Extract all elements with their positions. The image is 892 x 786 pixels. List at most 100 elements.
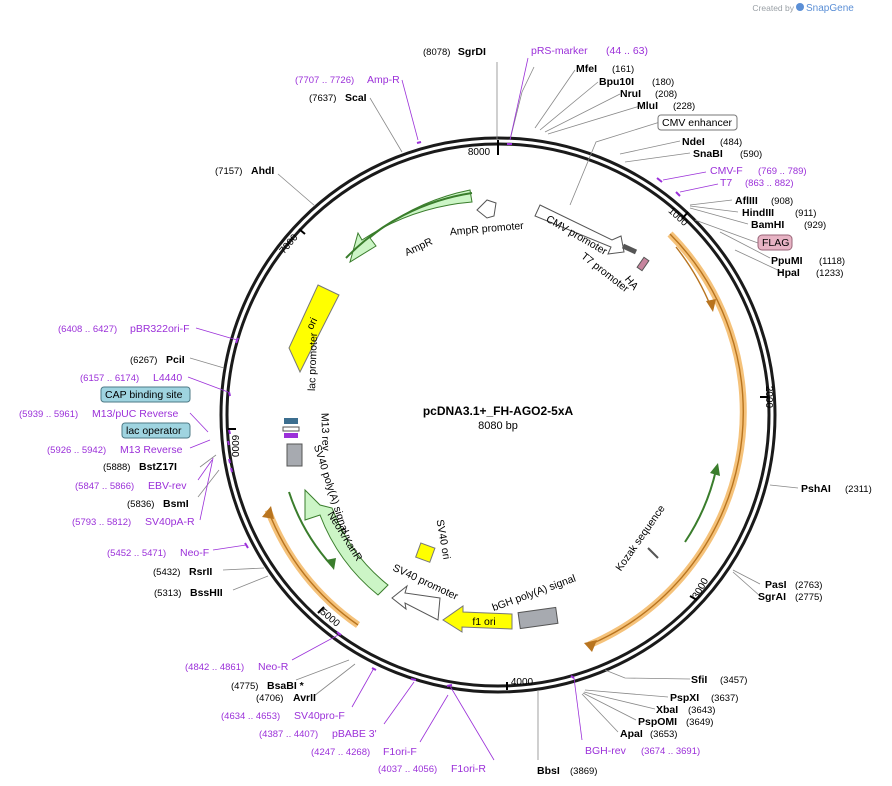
enzyme-nrui-pos: (208) [655,89,677,100]
primer-prs-marker: pRS-marker [531,45,588,57]
lac-operator-mark [284,418,298,424]
primer-cmv-f: CMV-F [710,165,743,177]
enzyme-bsshii-pos: (5313) [154,588,181,599]
enzyme-pcii-pos: (6267) [130,355,157,366]
enzyme-sfii: SfiI [691,674,707,686]
primer-mark [230,467,233,473]
enzyme-xbai-pos: (3643) [688,705,715,716]
primer-sv40pro-f-range: (4634 .. 4653) [221,711,280,722]
primer-mark [446,684,453,687]
m13-rev-mark [282,426,300,432]
tick-label-8000: 8000 [468,147,491,158]
primer-mark [675,191,681,197]
enzyme-pcii: PciI [166,354,185,366]
enzyme-rsrii-pos: (5432) [153,567,180,578]
tick-label-6000: 6000 [229,435,240,458]
primer-neo-r-range: (4842 .. 4861) [185,662,244,673]
primer-mark [284,433,298,438]
enzyme-pasi: PasI [765,579,787,591]
enzyme-bbsi-pos: (3869) [570,766,597,777]
snapgene-brand: SnapGene [806,3,854,14]
plasmid-name: pcDNA3.1+_FH-AGO2-5xA [423,404,574,418]
primer-pbabe3-range: (4387 .. 4407) [259,729,318,740]
enzyme-pasi-pos: (2763) [795,580,822,591]
primer-mark [336,631,342,636]
left-orf-line [267,509,359,626]
primer-mark [228,458,231,464]
cmv-enhancer-label: CMV enhancer [662,117,733,129]
primer-marks [227,141,681,687]
f1-ori-label: f1 ori [472,616,495,628]
enzyme-hindiii-pos: (911) [795,208,816,219]
ha-tag [636,256,650,272]
orf-line [684,469,717,543]
cmv-promoter-arrow [534,204,625,255]
primer-f1ori-r-range: (4037 .. 4056) [378,764,437,775]
enzyme-bbsi: BbsI [537,765,560,777]
enzyme-mfei-pos: (161) [612,64,634,75]
enzyme-labels: (8078) SgrDI MfeI (161) Bpu10I (180) Nru… [103,46,872,777]
primer-cmv-f-range: (769 .. 789) [758,166,807,177]
enzyme-pshai-pos: (2311) [845,484,872,495]
snapgene-watermark: Created by SnapGene [752,3,854,14]
enzyme-afliii-pos: (908) [771,196,793,207]
enzyme-ppumi: PpuMI [771,255,803,267]
t7-promoter-mark [621,243,638,255]
sv40-promoter-arrow [391,584,441,621]
enzyme-scai-pos: (7637) [309,93,336,104]
primer-mark [656,177,663,183]
enzyme-bpu10i: Bpu10I [599,76,634,88]
enzyme-snabi-pos: (590) [740,149,762,160]
flag-arrowhead [706,299,716,312]
primer-l4440: L4440 [153,372,182,384]
tick-label-4000: 4000 [511,677,534,688]
enzyme-avrii: AvrII [293,692,316,704]
sv40-ori-box [415,542,436,563]
neor-orf-arrowhead [326,558,336,570]
enzyme-sgrai: SgrAI [758,591,786,603]
tick-1000 [681,211,689,220]
enzyme-apai: ApaI [620,728,643,740]
kozak-label: Kozak sequence [613,503,667,574]
ampr-arrow [349,189,473,264]
leader-lines [189,62,799,760]
primer-l4440-range: (6157 .. 6174) [80,373,139,384]
snapgene-logo-icon [796,3,804,11]
flag-label: FLAG [762,237,789,249]
enzyme-xbai: XbaI [656,704,678,716]
lac-operator-label: lac operator [126,425,182,437]
primer-ebv-rev: EBV-rev [148,480,187,492]
primer-f1ori-f-range: (4247 .. 4268) [311,747,370,758]
primer-mark [371,667,377,671]
primer-amp-r: Amp-R [367,74,400,86]
primer-f1ori-r: F1ori-R [451,763,486,775]
m13-rev-label: M13 rev [318,413,331,452]
ampr-label: AmpR [403,236,435,259]
ago2-orf-line [588,233,744,646]
tick-label-2000: 2000 [763,386,774,409]
enzyme-pspxi: PspXI [670,692,699,704]
primer-leaders [187,57,719,761]
enzyme-ahdi: AhdI [251,165,274,177]
primer-pbabe3: pBABE 3' [332,728,377,740]
cap-binding-site-label: CAP binding site [105,389,183,401]
enzyme-mlui: MluI [637,100,658,112]
sv40-polya-box [286,443,303,467]
enzyme-hindiii: HindIII [742,207,774,219]
enzyme-pspxi-pos: (3637) [711,693,738,704]
enzyme-bsmi: BsmI [163,498,189,510]
enzyme-sgrai-pos: (2775) [795,592,822,603]
primer-m13-reverse: M13 Reverse [120,444,183,456]
tick-3000 [689,595,698,601]
lac-operator-box [121,422,191,439]
kozak-mark [647,547,659,559]
orf-arrowhead [710,463,720,476]
primer-m13-puc-reverse: M13/pUC Reverse [92,408,179,420]
enzyme-apai-pos: (3653) [650,729,677,740]
enzyme-afliii: AflIII [735,195,758,207]
primer-mark [570,675,575,679]
bgh-polya-box [517,606,559,630]
enzyme-mfei: MfeI [576,63,597,75]
primer-mark [227,440,230,446]
